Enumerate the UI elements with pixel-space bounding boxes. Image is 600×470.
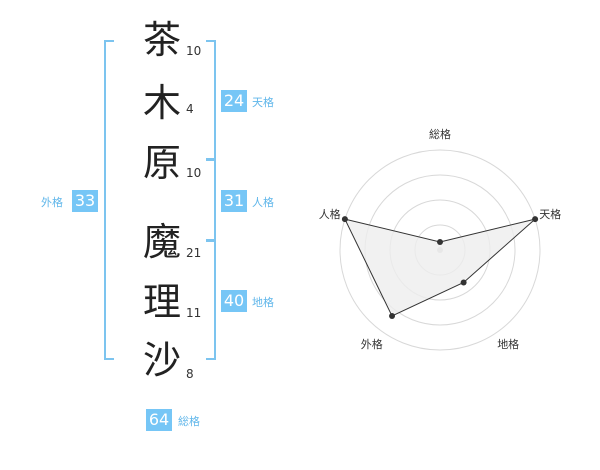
stroke-count-2: 4 <box>186 102 194 116</box>
tenkaku-value: 24 <box>221 90 247 112</box>
gaikaku-value: 33 <box>72 190 98 212</box>
chikaku-value: 40 <box>221 290 247 312</box>
stroke-count-4: 21 <box>186 246 202 260</box>
radar-axis-label-4: 人格 <box>319 207 341 221</box>
name-char-5: 理 <box>142 280 181 324</box>
tenkaku-label: 天格 <box>252 96 274 109</box>
radar-grid-ring-4 <box>339 149 541 351</box>
name-char-1: 茶 <box>142 18 181 62</box>
chikaku-bracket <box>206 240 216 360</box>
radar-point-1 <box>532 216 539 223</box>
name-char-4: 魔 <box>142 220 181 264</box>
radar-axis-label-3: 外格 <box>361 337 383 351</box>
jinkaku-label: 人格 <box>252 196 274 209</box>
radar-axis-label-2: 地格 <box>497 337 519 351</box>
stroke-count-5: 11 <box>186 306 202 320</box>
name-char-6: 沙 <box>142 338 181 382</box>
radar-point-4 <box>341 216 348 223</box>
radar-point-3 <box>389 313 396 320</box>
tenkaku-bracket <box>206 40 216 160</box>
stroke-count-3: 10 <box>186 166 202 180</box>
chikaku-label: 地格 <box>252 296 274 309</box>
gaikaku-label: 外格 <box>41 196 63 209</box>
soukaku-label: 総格 <box>178 415 200 428</box>
jinkaku-bracket <box>206 159 216 241</box>
gaikaku-bracket <box>104 40 114 360</box>
radar-point-2 <box>460 279 467 286</box>
stroke-count-1: 10 <box>186 44 202 58</box>
stroke-count-6: 8 <box>186 367 194 381</box>
radar-point-0 <box>437 239 443 245</box>
radar-series-polygon <box>343 218 536 317</box>
radar-axis-label-1: 天格 <box>539 207 561 221</box>
jinkaku-value: 31 <box>221 190 247 212</box>
radar-axis-label-0: 総格 <box>429 127 451 141</box>
name-char-2: 木 <box>142 81 181 125</box>
soukaku-value: 64 <box>146 409 172 431</box>
name-char-3: 原 <box>142 141 181 185</box>
